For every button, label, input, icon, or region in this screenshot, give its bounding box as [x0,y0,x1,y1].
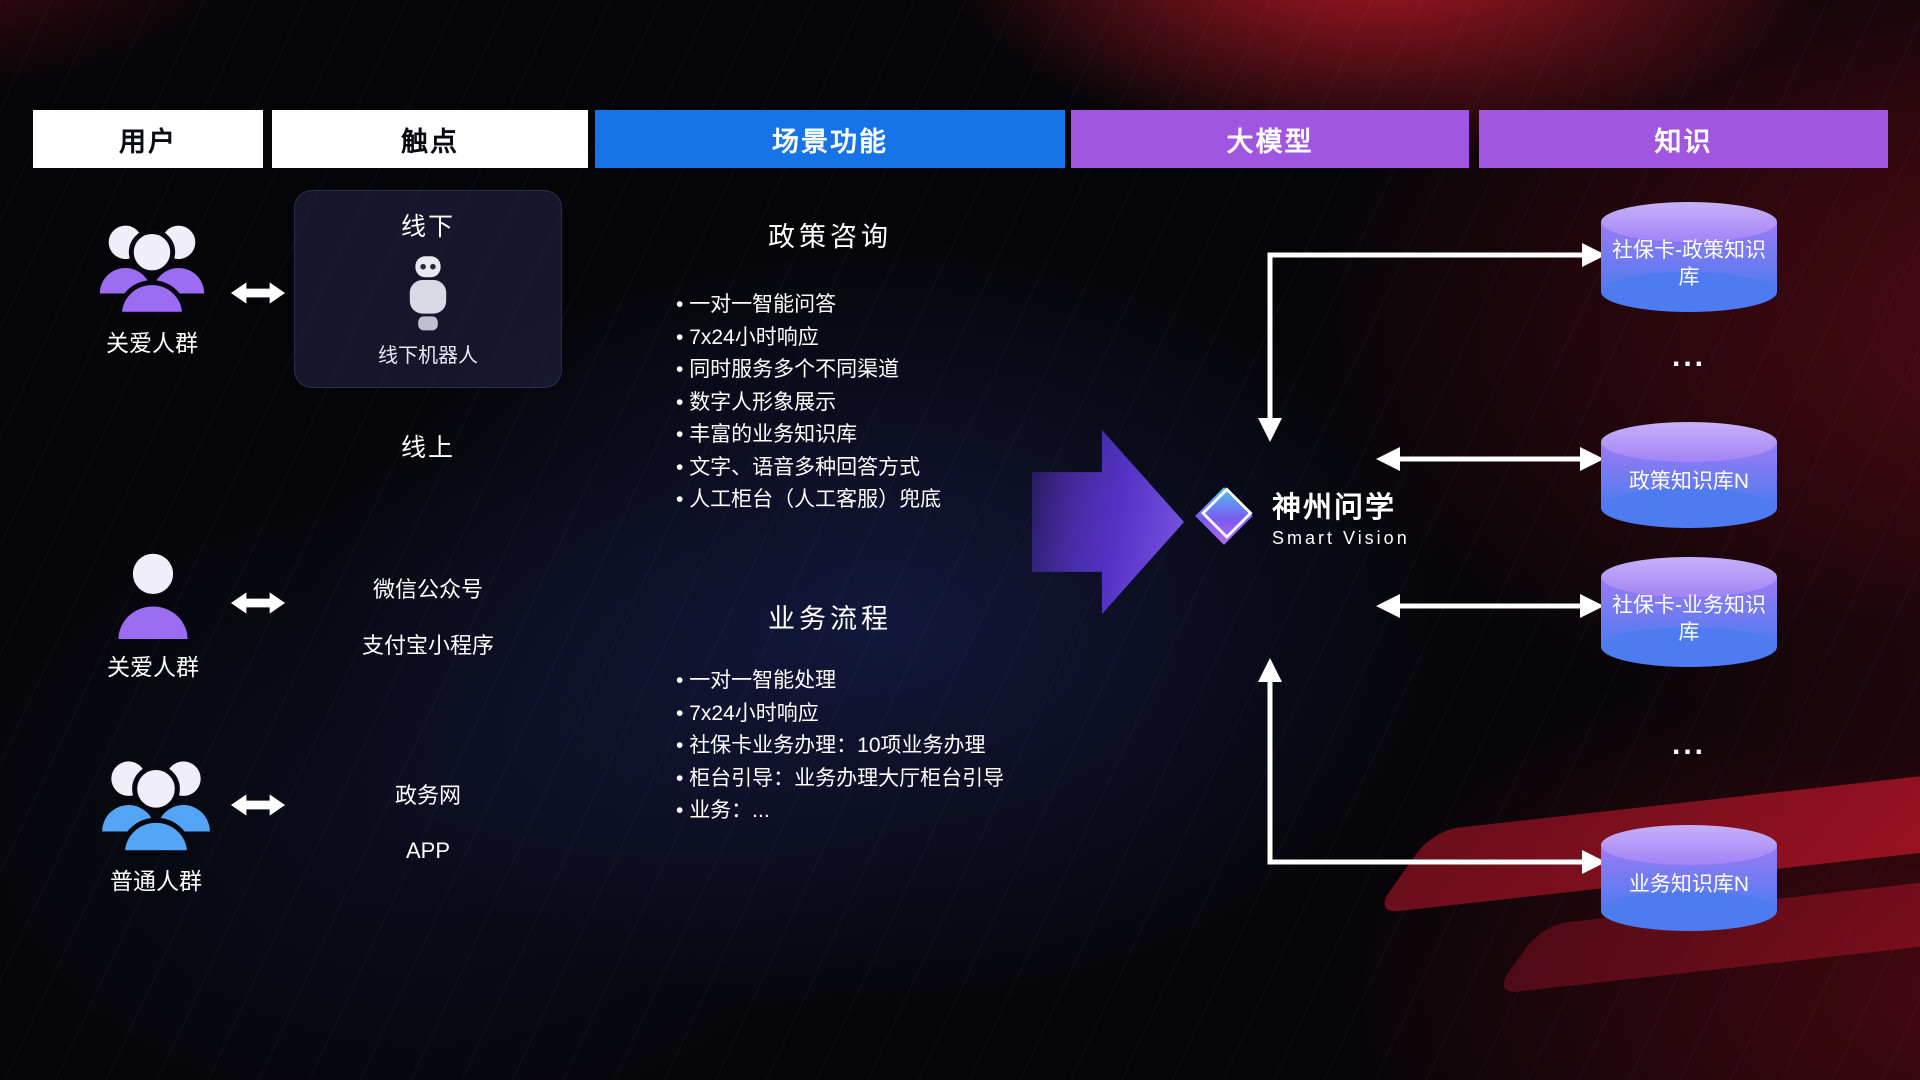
cylinder-bottom [1601,627,1777,667]
touchpoint-offline-card: 线下 线下机器人 [294,190,562,388]
feature-bullet: 社保卡业务办理：10项业务办理 [676,730,1004,763]
touchpoint-alipay: 支付宝小程序 [361,633,494,658]
feature-list-policy: 一对一智能问答 7x24小时响应 同时服务多个不同渠道 数字人形象展示 丰富的业… [676,289,941,517]
online-title: 线上 [400,434,455,462]
column-header-scene-functions: 场景功能 [595,110,1065,168]
feature-bullet: 同时服务多个不同渠道 [676,354,941,387]
scene-title-business-process: 业务流程 [768,604,892,634]
people-group-icon [99,225,205,316]
robot-icon [295,251,561,337]
brand-name: 神州问学 [1272,491,1397,524]
bidirectional-arrow-icon [230,282,286,304]
touchpoint-gov-web: 政务网 [394,783,461,808]
column-header-large-model: 大模型 [1071,110,1469,168]
feature-bullet: 一对一智能处理 [676,665,1004,698]
column-header-knowledge: 知识 [1479,110,1888,168]
touchpoint-wechat: 微信公众号 [372,577,483,602]
person-icon [118,553,188,640]
feature-list-business: 一对一智能处理 7x24小时响应 社保卡业务办理：10项业务办理 柜台引导：业务… [676,665,1004,828]
knowledge-db-label: 业务知识库N [1628,873,1750,897]
knowledge-db-business-ssc: 社保卡-业务知识库 [1601,557,1777,667]
feature-bullet: 业务：... [676,795,1004,828]
user-label: 关爱人群 [106,330,198,356]
cylinder-bottom [1601,272,1777,312]
cylinder-top [1601,557,1777,597]
feature-bullet: 一对一智能问答 [676,289,941,322]
feature-bullet: 柜台引导：业务办理大厅柜台引导 [676,763,1004,796]
scene-title-policy-consult: 政策咨询 [768,222,892,252]
offline-robot-label: 线下机器人 [378,345,478,367]
cylinder-bottom [1601,891,1777,931]
brand-logo: 神州问学 Smart Vision [1190,482,1410,550]
feature-bullet: 7x24小时响应 [676,322,941,355]
feature-bullet: 人工柜台（人工客服）兜底 [676,484,941,517]
cylinder-top [1601,422,1777,462]
people-group-icon [102,761,210,854]
cylinder-top [1601,202,1777,242]
knowledge-ellipsis: ... [1671,728,1706,761]
knowledge-db-policy-n: 政策知识库N [1601,422,1777,528]
cylinder-top [1601,825,1777,865]
cylinder-bottom [1601,488,1777,528]
feature-bullet: 丰富的业务知识库 [676,419,941,452]
knowledge-db-label: 社保卡-政策知识库 [1612,238,1766,289]
user-label: 普通人群 [110,868,202,894]
offline-title: 线下 [400,213,455,241]
user-group-general: 普通人群 [86,748,226,896]
brand-diamond-icon [1195,487,1253,545]
knowledge-db-label: 社保卡-业务知识库 [1612,593,1766,644]
knowledge-db-business-n: 业务知识库N [1601,825,1777,931]
feature-bullet: 7x24小时响应 [676,698,1004,731]
user-group-care: 关爱人群 [86,212,218,358]
knowledge-db-label: 政策知识库N [1628,470,1750,494]
knowledge-db-policy-ssc: 社保卡-政策知识库 [1601,202,1777,312]
brand-subtitle: Smart Vision [1272,527,1410,548]
bidirectional-arrow-icon [230,794,286,816]
bidirectional-arrow-icon [230,592,286,614]
knowledge-ellipsis: ... [1671,340,1706,373]
feature-bullet: 数字人形象展示 [676,387,941,420]
feature-bullet: 文字、语音多种回答方式 [676,452,941,485]
column-header-users: 用户 [33,110,263,168]
brand-text: 神州问学 Smart Vision [1272,484,1410,549]
touchpoint-app: APP [405,838,451,863]
user-person-care: 关爱人群 [100,548,206,682]
user-label: 关爱人群 [107,654,199,680]
column-header-touchpoints: 触点 [272,110,588,168]
